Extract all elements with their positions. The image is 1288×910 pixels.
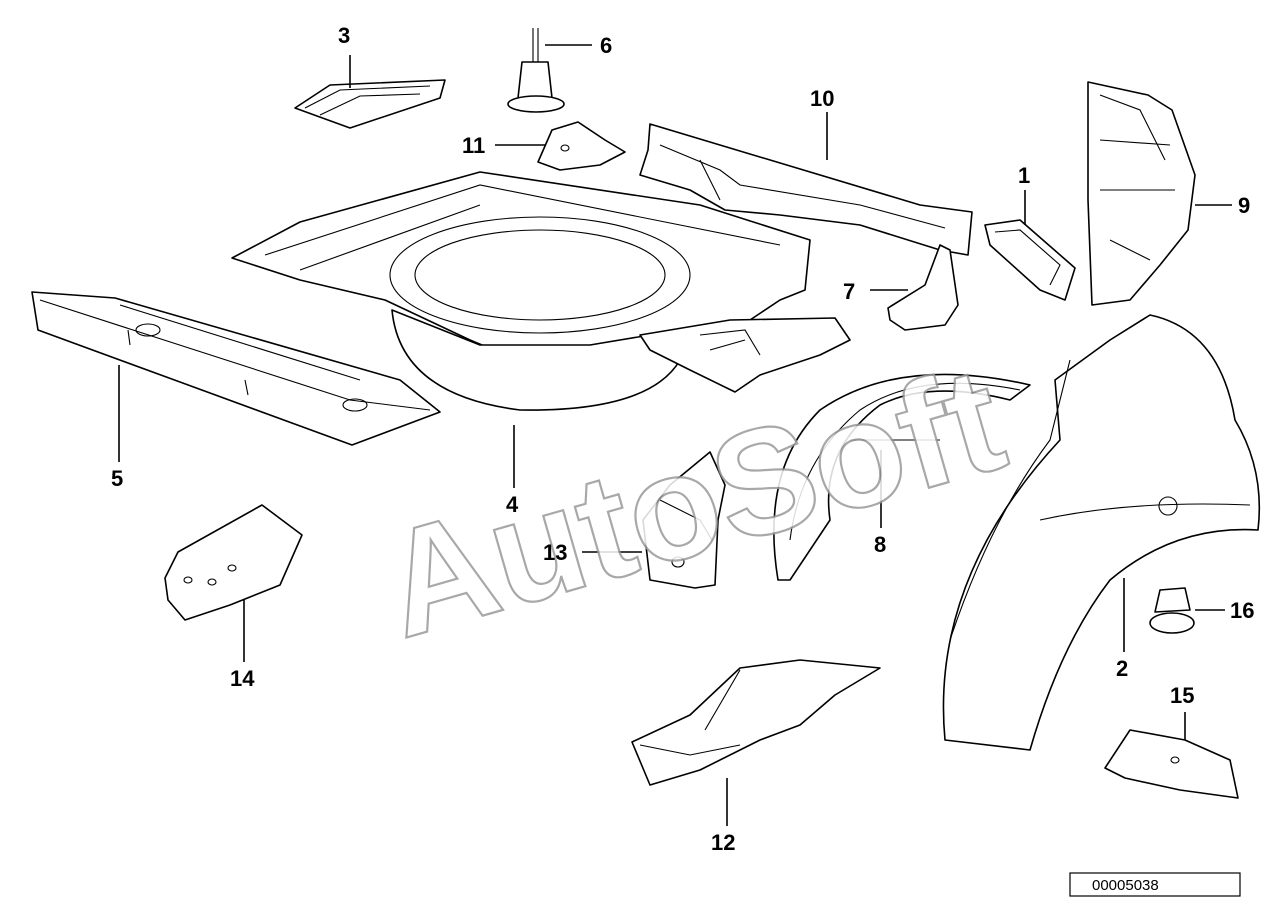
callout-2: 2 bbox=[1116, 656, 1128, 681]
callout-4: 4 bbox=[506, 492, 519, 517]
catalog-number: 00005038 bbox=[1092, 877, 1159, 894]
part-14-plate[interactable] bbox=[164, 504, 303, 621]
part-2-side-panel[interactable] bbox=[942, 314, 1261, 751]
callout-10: 10 bbox=[810, 86, 834, 111]
callout-7: 7 bbox=[843, 279, 855, 304]
part-7-bracket[interactable] bbox=[887, 244, 959, 331]
callout-12: 12 bbox=[711, 830, 735, 855]
part-5-side-rail[interactable] bbox=[31, 291, 441, 446]
part-16-clip[interactable] bbox=[1149, 587, 1195, 634]
part-3-plate[interactable] bbox=[294, 79, 446, 129]
callout-14: 14 bbox=[230, 666, 255, 691]
callout-13: 13 bbox=[543, 540, 567, 565]
part-10-rail[interactable] bbox=[639, 123, 973, 256]
callout-5: 5 bbox=[111, 466, 123, 491]
part-4-floor-pan[interactable] bbox=[231, 171, 811, 411]
part-13-bracket[interactable] bbox=[642, 451, 726, 589]
callout-3: 3 bbox=[338, 23, 350, 48]
callout-9: 9 bbox=[1238, 193, 1250, 218]
part-11-bracket[interactable] bbox=[537, 121, 626, 171]
part-6-mount[interactable] bbox=[507, 28, 565, 113]
part-8-wheel-arch-inner[interactable] bbox=[773, 373, 1031, 581]
callout-16: 16 bbox=[1230, 598, 1254, 623]
part-9-pillar[interactable] bbox=[1087, 81, 1196, 306]
callout-labels: 3 6 11 10 1 9 7 5 4 8 13 14 2 16 15 12 bbox=[111, 23, 1254, 855]
part-15-bracket[interactable] bbox=[1104, 729, 1239, 799]
part-1-bracket[interactable] bbox=[984, 219, 1076, 301]
callout-1: 1 bbox=[1018, 163, 1030, 188]
callout-8: 8 bbox=[874, 532, 886, 557]
leader-lines bbox=[118, 44, 1232, 826]
callout-15: 15 bbox=[1170, 683, 1194, 708]
catalog-number-box: 00005038 bbox=[1069, 872, 1241, 897]
callout-6: 6 bbox=[600, 33, 612, 58]
part-12-channel[interactable] bbox=[631, 659, 881, 786]
callout-11: 11 bbox=[462, 133, 485, 158]
part-4-rear-segment[interactable] bbox=[639, 317, 851, 393]
